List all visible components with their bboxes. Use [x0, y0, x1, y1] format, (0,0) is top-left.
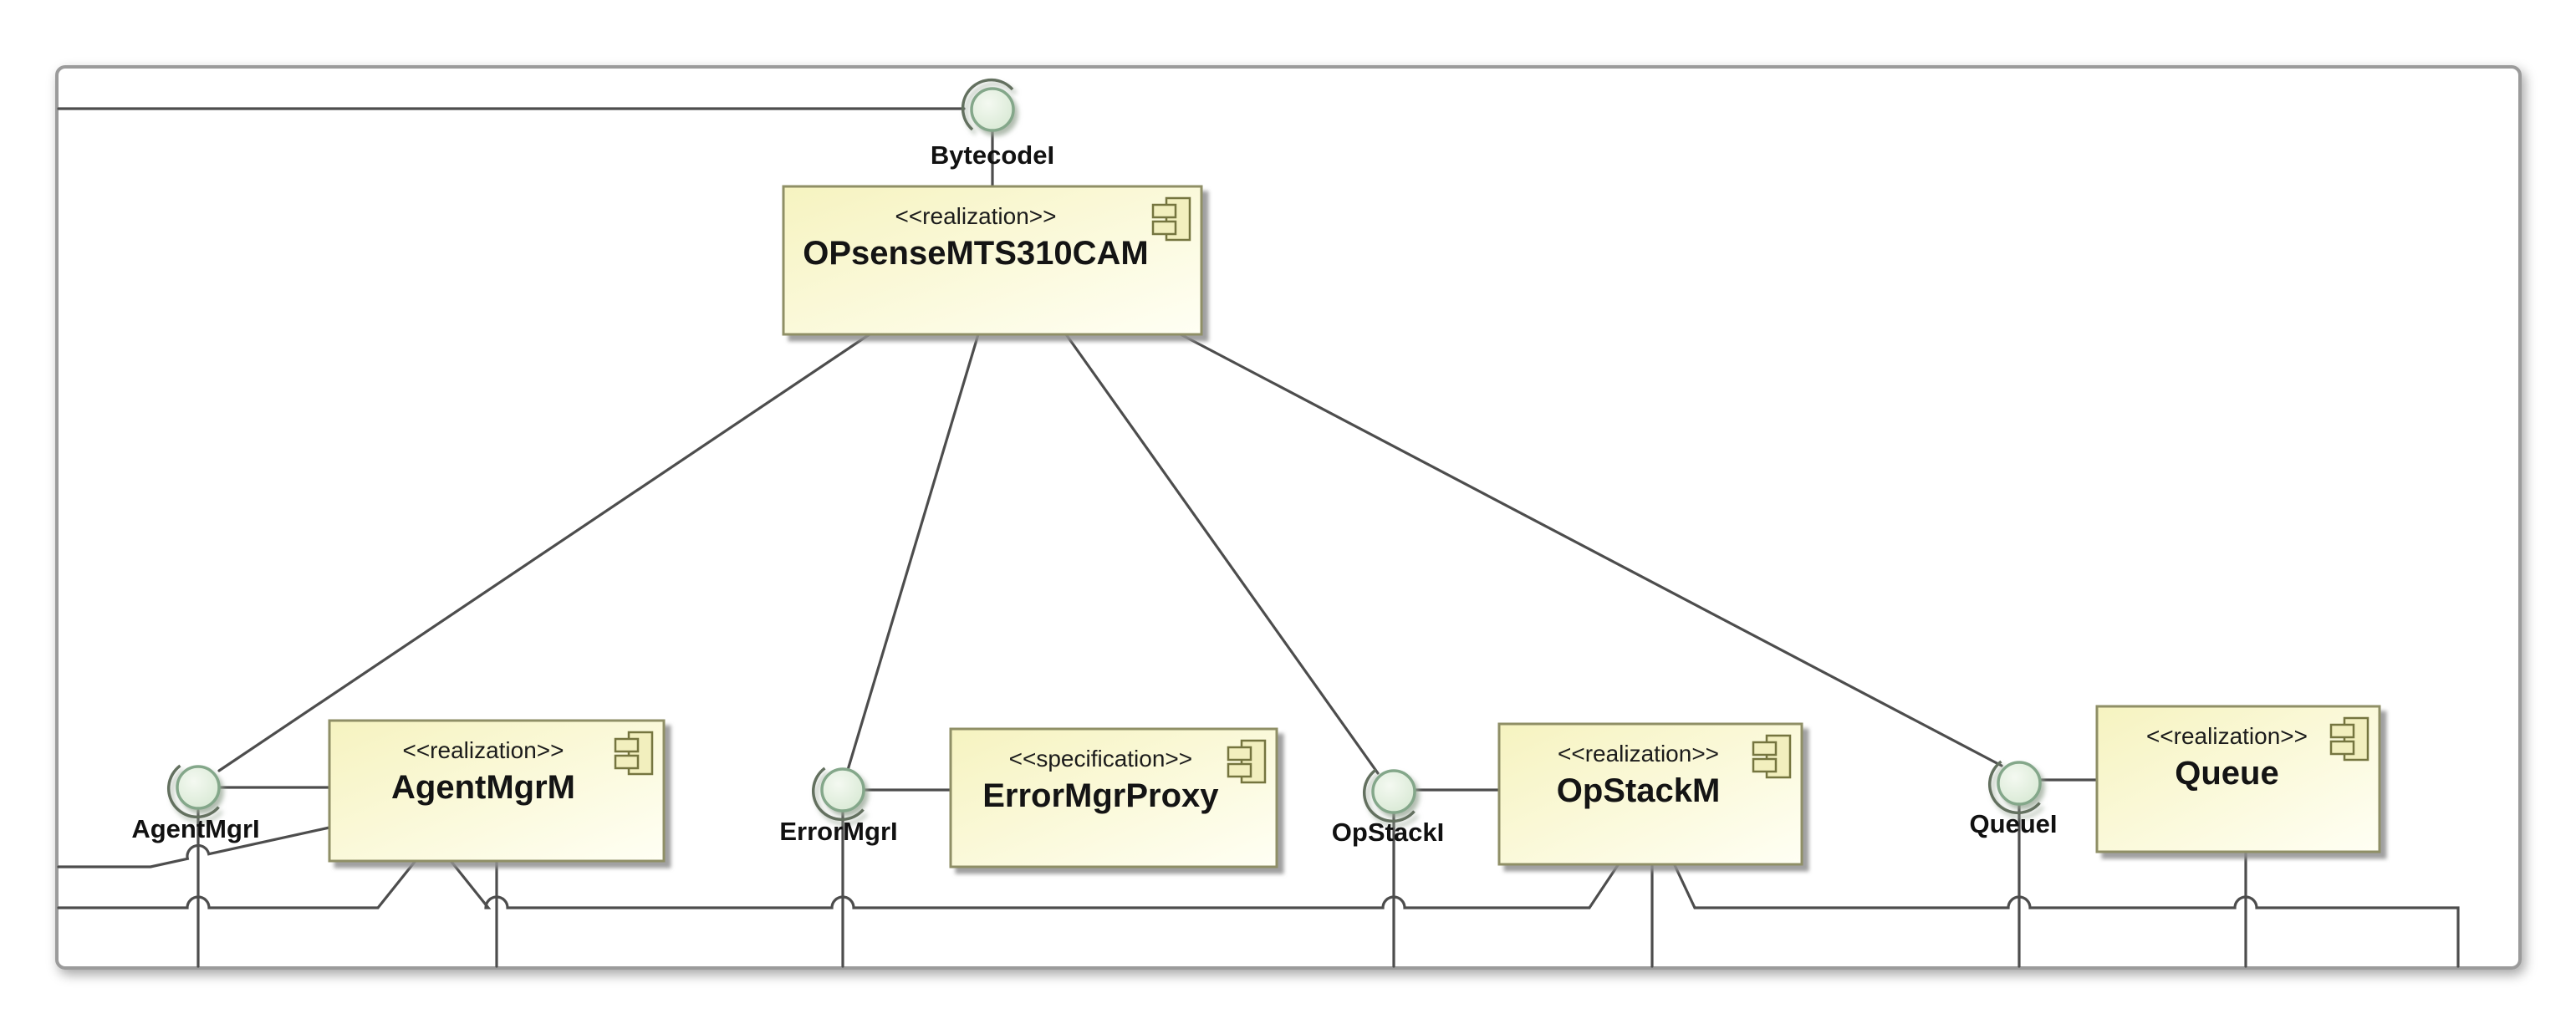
component-stereotype: <<realization>> — [895, 203, 1056, 229]
component-name: ErrorMgrProxy — [982, 777, 1219, 814]
component-stereotype: <<realization>> — [2146, 723, 2308, 749]
interface-label: QueueI — [1969, 809, 2057, 838]
component-icon — [1151, 196, 1191, 242]
interface-socket-arc-icon — [1363, 768, 1416, 823]
interface-socket-arc-icon — [812, 767, 865, 822]
component-icon — [2329, 716, 2369, 762]
component-box[interactable] — [949, 727, 1278, 869]
component-stereotype: <<realization>> — [402, 737, 564, 763]
interface-label: OpStackI — [1332, 818, 1444, 847]
component-box[interactable] — [1497, 722, 1803, 866]
component-box[interactable] — [782, 185, 1203, 336]
interface-socket-arc-icon — [167, 764, 220, 819]
interface-ball-icon — [1997, 761, 2042, 806]
interface-ball-icon — [1371, 769, 1416, 814]
component-name: AgentMgrM — [391, 769, 575, 806]
component-errormgrproxy[interactable]: <<specification>> ErrorMgrProxy — [949, 727, 1278, 869]
component-name: OpStackM — [1557, 772, 1721, 809]
component-name: OPsenseMTS310CAM — [803, 235, 1148, 272]
interface-label: AgentMgrI — [131, 814, 259, 843]
interface-queuei[interactable] — [1988, 760, 2042, 815]
diagram-frame — [55, 65, 2522, 970]
interface-socket-arc-icon — [1988, 760, 2041, 815]
component-icon — [1752, 734, 1792, 779]
component-opstackm[interactable]: <<realization>> OpStackM — [1497, 722, 1803, 866]
component-icon — [1227, 739, 1267, 784]
interface-ball-icon — [176, 765, 221, 810]
interface-ball-icon — [820, 767, 865, 813]
interface-agentmgri[interactable] — [167, 764, 221, 819]
component-agentmgrm[interactable]: <<realization>> AgentMgrM — [328, 719, 666, 863]
component-main[interactable]: <<realization>> OPsenseMTS310CAM — [782, 185, 1203, 336]
interface-bytecodei[interactable] — [961, 78, 1015, 132]
component-stereotype: <<specification>> — [1009, 746, 1193, 772]
interface-label: BytecodeI — [931, 140, 1054, 170]
interface-errormgri[interactable] — [812, 767, 865, 822]
connector-left-feed[interactable] — [57, 826, 331, 869]
component-stereotype: <<realization>> — [1558, 741, 1719, 767]
connector-main-to-errormgr[interactable] — [846, 333, 980, 772]
interface-socket-arc-icon — [961, 78, 1014, 131]
component-icon — [614, 731, 654, 776]
connector-bus-c[interactable] — [1673, 863, 2460, 968]
connector-main-to-queue[interactable] — [1179, 333, 2003, 767]
interface-opstacki[interactable] — [1363, 768, 1416, 823]
interface-label: ErrorMgrI — [779, 817, 897, 846]
component-queue[interactable]: <<realization>> Queue — [2095, 705, 2381, 853]
connector-main-to-agentmgr[interactable] — [217, 333, 871, 772]
component-box[interactable] — [328, 719, 666, 863]
interface-ball-icon — [970, 87, 1015, 132]
connector-main-to-opstack[interactable] — [1064, 333, 1380, 775]
component-name: Queue — [2175, 755, 2278, 792]
